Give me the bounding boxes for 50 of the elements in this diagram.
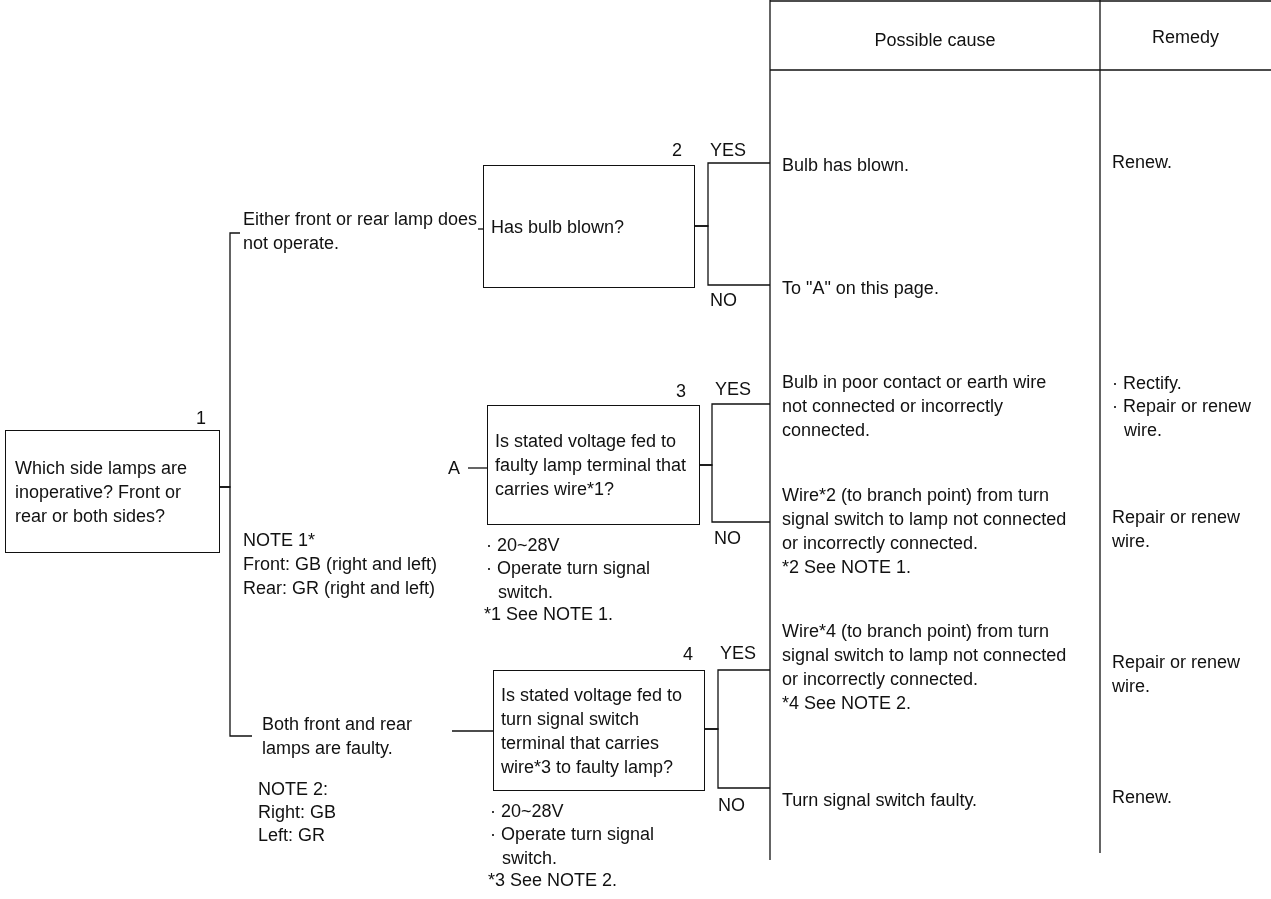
cause-text: Turn signal switch faulty. xyxy=(782,789,979,812)
check-note: *1 See NOTE 1. xyxy=(484,603,615,626)
table-text: Renew. xyxy=(1112,786,1174,809)
check-note: *3 See NOTE 2. xyxy=(488,869,619,892)
table-text: Right: GB xyxy=(258,801,338,824)
check-note: · Operate turn signal switch. xyxy=(490,823,656,870)
table-text: Left: GR xyxy=(258,824,327,847)
table-text: NOTE 2: xyxy=(258,778,329,801)
question-text: Is stated voltage fed to faulty lamp terminal that carries wire*1? xyxy=(495,430,688,501)
check-note: · Operate turn signal switch. xyxy=(486,557,652,604)
condition-text: Both front and rear lamps are faulty. xyxy=(262,713,414,760)
question-text: Has bulb blown? xyxy=(491,215,626,239)
cause-text: Bulb has blown. xyxy=(782,154,911,177)
connector-line xyxy=(467,467,488,469)
table-text: Renew. xyxy=(1112,151,1174,174)
reference-letter: A xyxy=(448,457,461,480)
question-box xyxy=(483,165,695,288)
step-number: 2 xyxy=(672,139,683,162)
connector-line xyxy=(704,728,771,789)
connector-line xyxy=(699,464,771,523)
table-text: · Repair or renew wire. xyxy=(1112,395,1252,442)
column-header: Possible cause xyxy=(873,29,997,52)
table-text: · Rectify. xyxy=(1112,372,1183,395)
cause-text: Bulb in poor contact or earth wire not connected or incorrectly connected. xyxy=(782,371,1048,442)
connector-line xyxy=(477,228,484,230)
table-text: Front: GB (right and left) xyxy=(243,553,439,576)
table-text: Repair or renew wire. xyxy=(1112,506,1242,553)
check-note: · 20~28V xyxy=(490,800,565,823)
table-text: Rear: GR (right and left) xyxy=(243,577,437,600)
cause-text: Wire*4 (to branch point) from turn signal switch to lamp not connected or incorrectly connected. xyxy=(782,620,1068,691)
connector-line xyxy=(694,225,771,286)
table-text: Repair or renew wire. xyxy=(1112,651,1242,698)
question-text: Which side lamps are inoperative? Front or rear or both sides? xyxy=(15,456,189,528)
note-text: *4 See NOTE 2. xyxy=(782,692,913,715)
cause-text: To "A" on this page. xyxy=(782,277,940,300)
connector-line xyxy=(451,730,494,732)
note-text: *2 See NOTE 1. xyxy=(782,555,913,579)
cause-text: Wire*2 (to branch point) from turn signal switch to lamp not connected or incorrectly connected. xyxy=(782,483,1068,555)
condition-text: Either front or rear lamp does not operate. xyxy=(243,208,478,255)
step-number: 3 xyxy=(676,380,687,403)
question-box xyxy=(487,405,700,525)
step-number: 4 xyxy=(683,643,694,666)
step-number: 1 xyxy=(196,407,207,430)
connector-line xyxy=(219,486,253,737)
question-box xyxy=(5,430,220,553)
column-header: Remedy xyxy=(1151,26,1220,49)
check-note: · 20~28V xyxy=(486,534,561,557)
table-text: NOTE 1* xyxy=(243,529,317,552)
question-box xyxy=(493,670,705,791)
question-text: Is stated voltage fed to turn signal switch terminal that carries wire*3 to faulty lamp? xyxy=(501,683,684,779)
